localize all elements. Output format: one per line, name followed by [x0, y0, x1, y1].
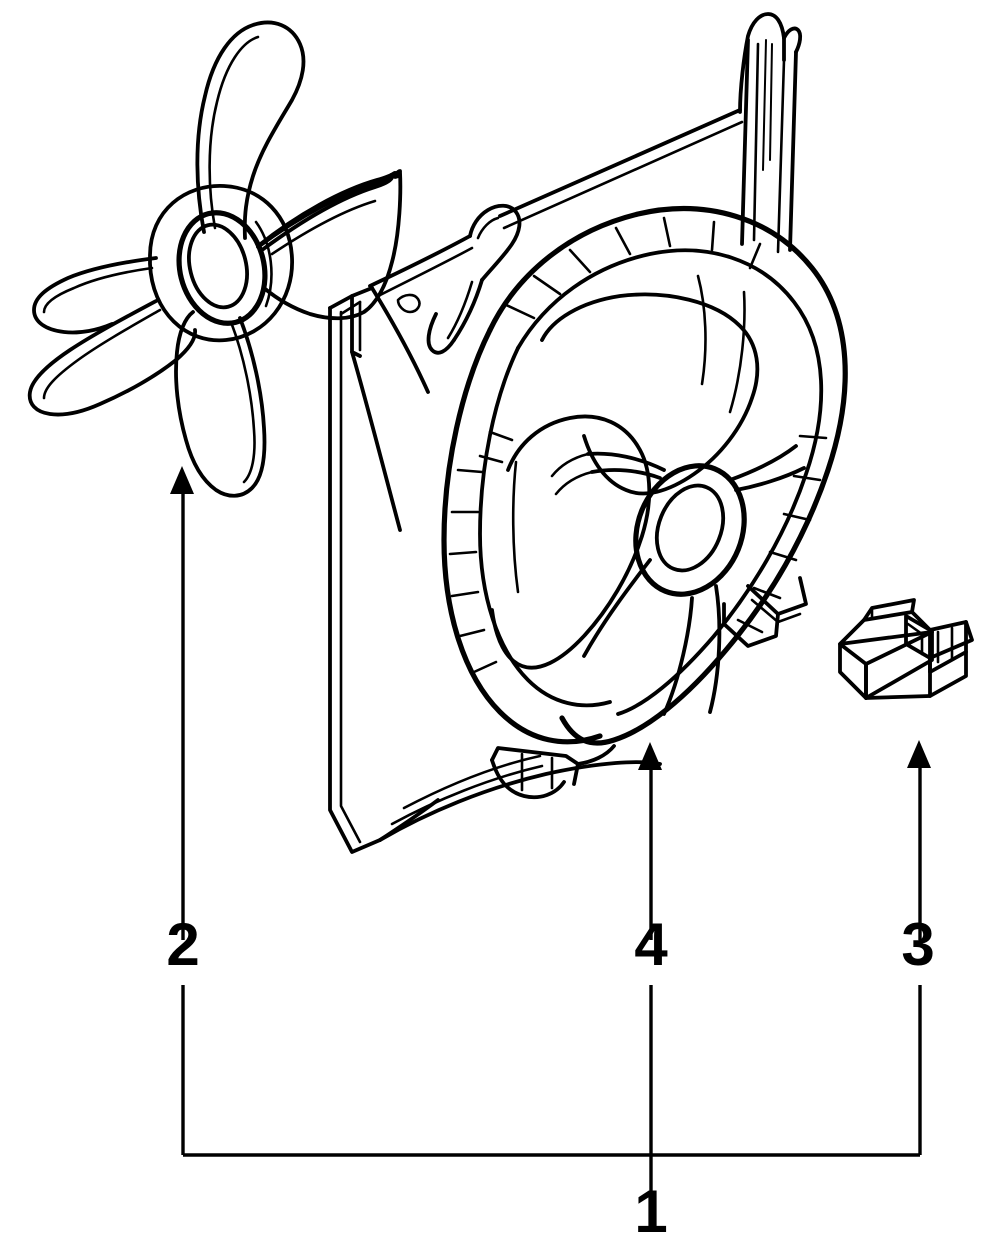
shroud-bottom-plate	[378, 744, 662, 842]
callout-label-4: 4	[634, 911, 668, 978]
shroud-edge-left	[370, 286, 430, 394]
callout-label-3: 3	[901, 911, 934, 978]
fan-hub	[148, 184, 294, 343]
part-fan-blade[interactable]	[27, 20, 403, 498]
shroud-tie-bar	[498, 108, 744, 230]
shroud-upper-strut	[368, 203, 522, 355]
fan-blade-upper	[195, 20, 306, 240]
fan-blade-lower-left	[27, 298, 197, 417]
part-fan-shroud[interactable]	[328, 12, 848, 854]
fan-blade-lower-right	[174, 310, 267, 498]
shroud-web-upper	[540, 274, 760, 496]
callout-2-leader	[170, 466, 194, 1155]
arrow-up-icon-2	[170, 466, 194, 494]
shroud-right-foot	[722, 576, 808, 648]
shroud-ring-ribs	[448, 216, 828, 674]
arrow-up-icon-3	[907, 740, 931, 768]
shroud-motor-spokes	[550, 444, 806, 716]
shroud-top-right-post	[738, 12, 803, 254]
callout-label-2: 2	[166, 911, 199, 978]
fan-blade-upper-right	[256, 169, 403, 321]
callout-label-1: 1	[634, 1178, 667, 1245]
fan-blade-upper-left	[32, 256, 158, 335]
callout-1-bracket	[183, 1153, 920, 1200]
arrow-up-icon-4	[638, 742, 662, 770]
callout-3-leader	[907, 740, 931, 1155]
shroud-web-lower	[490, 414, 652, 670]
shroud-outer-ring	[441, 206, 848, 746]
shroud-left-flange	[328, 286, 440, 854]
shroud-motor-boss	[633, 463, 747, 597]
part-fan-relay[interactable]	[838, 598, 974, 700]
callout-4-leader	[638, 742, 662, 1155]
